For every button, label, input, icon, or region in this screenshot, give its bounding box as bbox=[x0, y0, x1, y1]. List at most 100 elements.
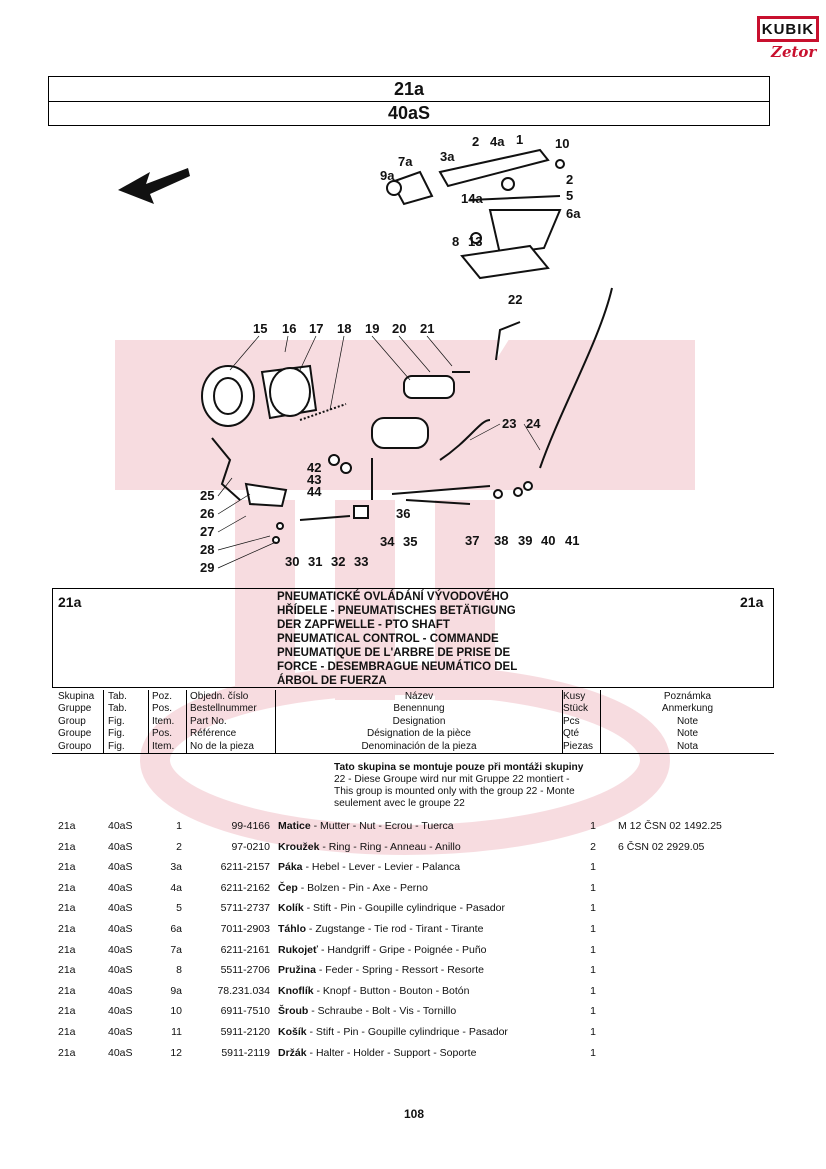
cell-description: Šroub - Schraube - Bolt - Vis - Tornillo bbox=[278, 1005, 456, 1017]
callout-label: 35 bbox=[403, 534, 417, 549]
cell-no: 99-4166 bbox=[231, 820, 270, 832]
cell-q: 1 bbox=[590, 984, 596, 997]
cell-t: 40aS bbox=[108, 1046, 133, 1059]
cell-no: 7011-2903 bbox=[220, 923, 270, 935]
cell-p: 7a bbox=[170, 943, 182, 956]
callout-label: 44 bbox=[307, 484, 322, 499]
part-name-translations: - Halter - Holder - Support - Soporte bbox=[306, 1046, 477, 1059]
callout-label: 37 bbox=[465, 533, 479, 548]
cell-no: 5511-2706 bbox=[220, 964, 270, 977]
section-title-line: FORCE - DESEMBRAGUE NEUMÁTICO DEL bbox=[277, 661, 518, 673]
cell-p: 12 bbox=[170, 1046, 182, 1059]
part-name-czech: Táhlo bbox=[278, 923, 306, 935]
cell-t: 40aS bbox=[108, 881, 133, 894]
callout-label: 32 bbox=[331, 554, 345, 569]
callout-label: 39 bbox=[518, 533, 532, 548]
callout-label: 21 bbox=[420, 321, 434, 336]
cell-p: 5 bbox=[176, 902, 182, 915]
cell-q: 1 bbox=[590, 1026, 596, 1038]
note-line: This group is mounted only with the grou… bbox=[334, 786, 575, 797]
cell-g: 21a bbox=[58, 881, 76, 894]
cell-p: 8 bbox=[176, 964, 182, 977]
section-title-line: PNEUMATICKÉ OVLÁDÁNÍ VÝVODOVÉHO bbox=[277, 591, 509, 603]
note-line: 22 - Diese Groupe wird nur mit Gruppe 22… bbox=[334, 774, 570, 785]
callout-label: 2 bbox=[566, 172, 573, 187]
cell-q: 1 bbox=[590, 1046, 596, 1059]
callout-label: 42 bbox=[307, 460, 321, 475]
section-group-right: 21a bbox=[740, 594, 764, 610]
cell-g: 21a bbox=[58, 943, 76, 956]
cell-description: Kroužek - Ring - Ring - Anneau - Anillo bbox=[278, 841, 461, 853]
callout-label: 27 bbox=[200, 524, 214, 539]
part-name-translations: - Hebel - Lever - Levier - Palanca bbox=[302, 861, 461, 874]
cell-p: 11 bbox=[171, 1026, 182, 1038]
column-divider bbox=[600, 690, 601, 753]
col-head-poznamka: Poznámka Anmerkung Note Note Nota bbox=[661, 691, 714, 752]
column-divider bbox=[562, 690, 563, 753]
callout-label: 19 bbox=[365, 321, 379, 336]
cell-q: 1 bbox=[590, 923, 596, 935]
callout-label: 16 bbox=[282, 321, 296, 336]
cell-no: 6211-2161 bbox=[220, 943, 270, 956]
part-name-translations: - Bolzen - Pin - Axe - Perno bbox=[297, 881, 428, 894]
part-name-czech: Matice bbox=[278, 820, 311, 832]
cell-p: 6a bbox=[170, 923, 182, 935]
cell-g: 21a bbox=[58, 840, 76, 853]
lower-cylinder-assembly bbox=[201, 287, 613, 544]
part-name-translations: - Knopf - Button - Bouton - Botón bbox=[313, 984, 470, 997]
part-name-czech: Čep bbox=[278, 881, 298, 894]
callout-label: 40 bbox=[541, 533, 555, 548]
cell-g: 21a bbox=[58, 861, 76, 874]
part-name-translations: - Mutter - Nut - Ecrou - Tuerca bbox=[310, 820, 454, 832]
cell-description: Táhlo - Zugstange - Tie rod - Tirant - T… bbox=[278, 923, 483, 935]
cell-q: 1 bbox=[590, 1005, 596, 1018]
cell-g: 21a bbox=[58, 964, 76, 977]
callout-label: 10 bbox=[555, 136, 569, 151]
part-name-translations: - Ring - Ring - Anneau - Anillo bbox=[319, 840, 461, 853]
section-title-line: HŘÍDELE - PNEUMATISCHES BETÄTIGUNG bbox=[277, 605, 516, 617]
cell-description: Rukojeť - Handgriff - Gripe - Poignée - … bbox=[278, 944, 487, 956]
column-header-bottom-rule bbox=[52, 753, 774, 754]
cell-g: 21a bbox=[58, 820, 76, 832]
page-number: 108 bbox=[404, 1107, 425, 1121]
part-name-czech: Knoflík bbox=[278, 984, 314, 997]
cell-q: 1 bbox=[590, 820, 596, 832]
callout-label: 43 bbox=[307, 472, 321, 487]
part-name-czech: Pružina bbox=[278, 964, 316, 977]
cell-q: 1 bbox=[590, 902, 596, 915]
col-head-skupina: Skupina Gruppe Group Groupe Groupo bbox=[58, 691, 95, 752]
callout-leader-lines bbox=[217, 335, 541, 569]
cell-t: 40aS bbox=[108, 902, 133, 915]
callout-label: 5 bbox=[566, 188, 573, 203]
callout-label: 6a bbox=[566, 206, 581, 221]
cell-description: Kolík - Stift - Pin - Goupille cylindriq… bbox=[278, 902, 505, 914]
cell-p: 9a bbox=[170, 984, 182, 997]
part-name-translations: - Handgriff - Gripe - Poignée - Puño bbox=[318, 943, 487, 956]
cell-t: 40aS bbox=[108, 984, 133, 997]
callout-label: 41 bbox=[565, 533, 579, 548]
cell-t: 40aS bbox=[108, 840, 133, 853]
part-name-translations: - Zugstange - Tie rod - Tirant - Tirante bbox=[306, 923, 484, 935]
cell-no: 6211-2157 bbox=[220, 861, 270, 874]
note-line: Tato skupina se montuje pouze při montáž… bbox=[334, 762, 584, 773]
callout-label: 14a bbox=[461, 191, 483, 206]
col-head-kusy: Kusy Stück Pcs Qté Piezas bbox=[563, 691, 594, 752]
cell-g: 21a bbox=[58, 923, 76, 935]
callout-label: 4a bbox=[490, 134, 505, 149]
column-divider bbox=[186, 690, 187, 753]
cell-no: 5911-2120 bbox=[220, 1026, 270, 1038]
callout-label: 22 bbox=[508, 292, 522, 307]
background-watermark bbox=[115, 340, 695, 855]
cell-description: Košík - Stift - Pin - Goupille cylindriq… bbox=[278, 1026, 508, 1038]
upper-lever-assembly bbox=[386, 148, 565, 280]
part-name-czech: Rukojeť bbox=[278, 943, 319, 956]
callout-label: 23 bbox=[502, 416, 516, 431]
kubik-zetor-logo: KUBIK Zetor bbox=[757, 16, 819, 66]
cell-q: 1 bbox=[590, 861, 596, 874]
cell-q: 1 bbox=[590, 881, 596, 894]
col-head-nazev: Název Benennung Designation Désignation … bbox=[361, 691, 477, 752]
mounting-note: Tato skupina se montuje pouze při montáž… bbox=[334, 762, 583, 810]
part-name-czech: Šroub bbox=[278, 1005, 309, 1018]
cell-t: 40aS bbox=[108, 1005, 133, 1018]
